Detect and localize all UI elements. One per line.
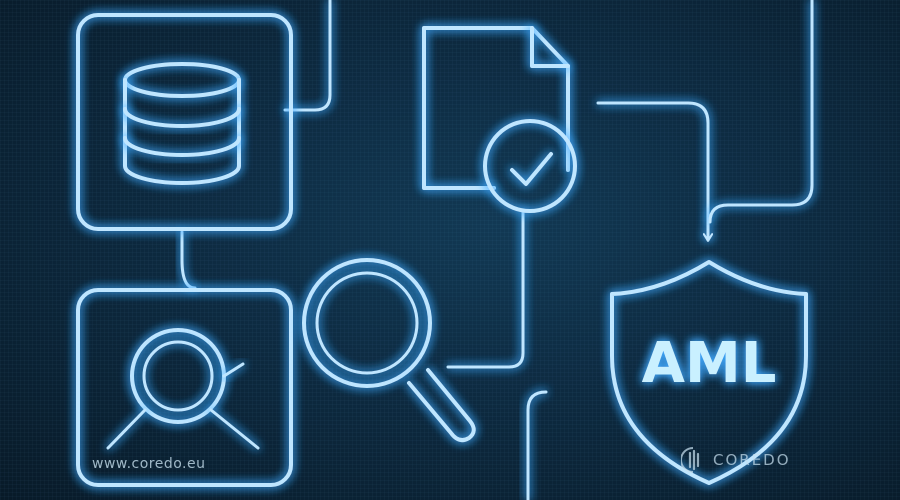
top-left-connector — [283, 0, 332, 112]
magnifier-icon — [302, 258, 476, 443]
network-search-node — [76, 288, 293, 500]
database-node-connector — [180, 230, 197, 290]
check-node-connector — [446, 208, 525, 369]
aml-shield: AML — [610, 260, 808, 485]
brand-name: COREDO — [713, 451, 791, 469]
website-url: www.coredo.eu — [92, 456, 206, 472]
checkmark-icon — [483, 119, 577, 213]
connector-lines — [180, 0, 814, 500]
shield-icon — [610, 260, 808, 485]
database-node — [76, 13, 293, 231]
shield-label: AML — [642, 331, 777, 396]
database-icon — [123, 62, 241, 185]
brand-mark-icon — [681, 447, 700, 473]
bottom-connector — [526, 390, 548, 500]
document-shield-connector — [596, 101, 708, 240]
database-frame — [76, 13, 293, 231]
top-right-connector — [708, 0, 814, 224]
network-frame — [76, 288, 293, 487]
document-icon — [422, 26, 570, 190]
document-node — [422, 26, 577, 213]
network-search-icon — [106, 328, 260, 500]
brand-logo: COREDO — [681, 447, 791, 473]
